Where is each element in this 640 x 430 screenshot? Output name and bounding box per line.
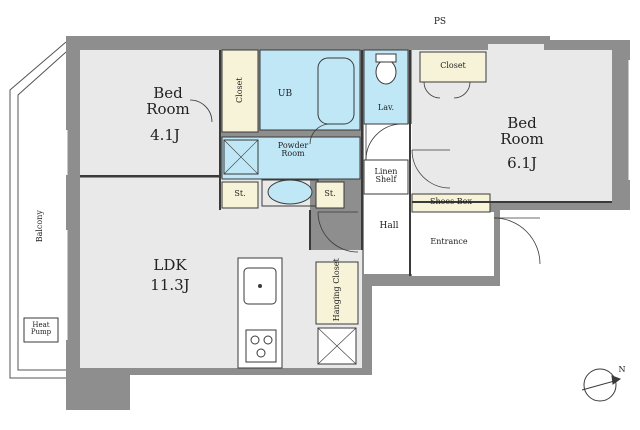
lav-label: Lav. <box>377 103 395 112</box>
hall-floor <box>364 124 412 274</box>
fridge-cross <box>317 327 357 365</box>
bedroom-right-size: 6.1J <box>507 154 537 172</box>
ldk-size: 11.3J <box>150 276 190 294</box>
closet-right <box>419 51 487 83</box>
ac-unit-outdoor <box>23 317 59 343</box>
closet-left-label: Closet <box>234 77 244 103</box>
storage-left-label: St. <box>234 189 246 198</box>
ldk-name: LDK <box>153 256 187 274</box>
hall-label: Hall <box>379 221 399 231</box>
toilet <box>375 59 397 85</box>
compass <box>581 368 622 402</box>
washbasin <box>267 179 313 205</box>
bedroom-left-floor <box>80 50 220 175</box>
ub-label: UB <box>277 89 293 99</box>
toilet-tank <box>375 53 397 63</box>
bedroom-right-name: Bed Room <box>500 114 544 148</box>
closet-left <box>221 49 259 133</box>
closet-right-label: Closet <box>440 61 466 70</box>
ac-unit-label: Heat Pump <box>30 321 52 337</box>
storage-right-label: St. <box>324 189 336 198</box>
bedroom-right-floor <box>412 44 612 202</box>
balcony-area <box>9 41 67 379</box>
entrance-label: Entrance <box>430 237 468 246</box>
partition-walls <box>80 50 612 276</box>
bedroom-left-size: 4.1J <box>150 126 180 144</box>
burner-3 <box>256 348 266 358</box>
ps-label: PS <box>433 17 447 27</box>
hanging-closet <box>315 261 359 325</box>
balcony-label: Balcony <box>34 210 44 243</box>
sink-drain <box>258 284 262 288</box>
windows <box>64 34 632 340</box>
storage-left <box>221 181 259 209</box>
burner-2 <box>263 335 273 345</box>
hanging-closet-label: Hanging Closet <box>331 258 341 322</box>
linen-shelf <box>363 159 409 195</box>
washer-pan-cross <box>223 139 259 175</box>
powder-room-label: Powder Room <box>277 141 309 159</box>
shoes-box-label: Shoes Box <box>429 197 473 206</box>
entrance-floor <box>412 212 494 276</box>
bathtub <box>317 57 355 125</box>
linen-shelf-label: Linen Shelf <box>374 167 398 185</box>
compass-north-label: N <box>618 365 626 374</box>
bedroom-left-name: Bed Room <box>146 84 190 118</box>
door-swings <box>189 81 541 265</box>
storage-right <box>315 181 345 209</box>
burner-1 <box>250 335 260 345</box>
